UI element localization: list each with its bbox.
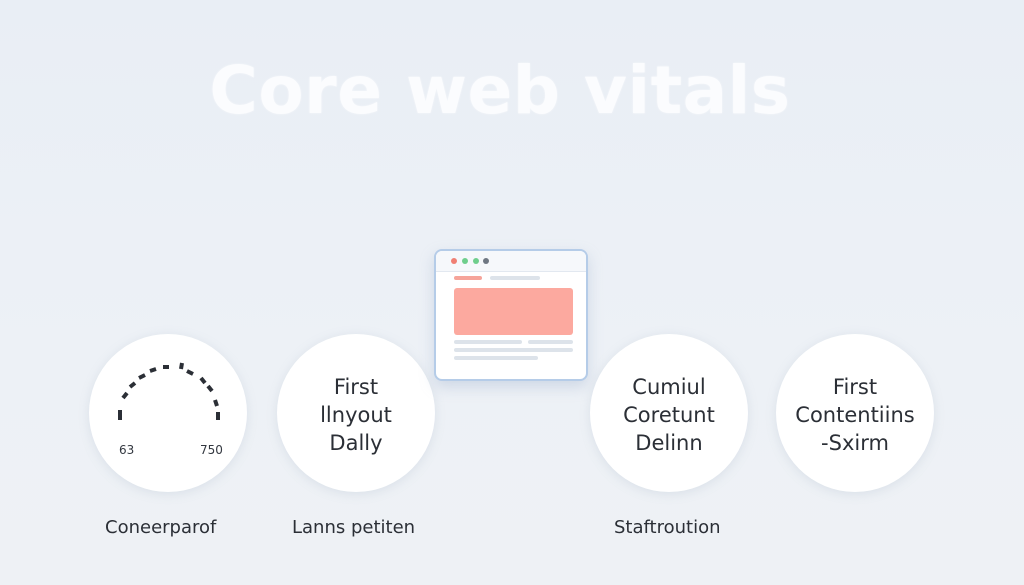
metric-circle-3-line-2: Contentiins	[795, 403, 915, 427]
metric-circle-1-line-1: First	[333, 375, 379, 399]
browser-nav-bar-accent	[454, 276, 482, 280]
gauge-icon	[118, 362, 220, 420]
page-title: Core web vitals	[209, 52, 791, 129]
metric-circle-2-line-3: Delinn	[635, 431, 703, 455]
metric-circle-3-line-3: -Sxirm	[821, 431, 889, 455]
metric-circle-2-line-1: Cumiul	[632, 375, 706, 399]
browser-nav-bar	[490, 276, 540, 280]
metric-circle-3: First Contentiins -Sxirm	[776, 334, 934, 492]
metric-circle-1-line-2: llnyout	[320, 403, 392, 427]
browser-dot-red	[451, 258, 457, 264]
metric-circle-3-text: First Contentiins -Sxirm	[776, 373, 934, 457]
browser-text-line-3	[454, 356, 538, 360]
browser-dot-green-2	[473, 258, 479, 264]
metric-circle-2-line-2: Coretunt	[623, 403, 715, 427]
caption-third: Staftroution	[614, 517, 721, 538]
metric-circle-3-line-1: First	[832, 375, 878, 399]
browser-hero-block	[454, 288, 573, 335]
browser-dot-dark	[483, 258, 489, 264]
caption-second: Lanns petiten	[292, 517, 416, 538]
browser-text-line-1a	[454, 340, 522, 344]
browser-text-line-1b	[528, 340, 573, 344]
browser-window-icon	[434, 249, 588, 381]
metric-circle-2: Cumiul Coretunt Delinn	[590, 334, 748, 492]
browser-text-line-2	[454, 348, 573, 352]
metric-circle-1: First llnyout Dally	[277, 334, 435, 492]
metric-circle-1-line-3: Dally	[329, 431, 383, 455]
gauge-max-label: 750	[200, 443, 223, 457]
gauge-min-label: 63	[119, 443, 135, 457]
caption-gauge: Coneerparof	[105, 517, 217, 538]
gauge-card: 63 750	[89, 334, 247, 492]
metric-circle-1-text: First llnyout Dally	[277, 373, 435, 457]
browser-dot-green-1	[462, 258, 468, 264]
metric-circle-2-text: Cumiul Coretunt Delinn	[590, 373, 748, 457]
browser-titlebar	[436, 251, 586, 272]
